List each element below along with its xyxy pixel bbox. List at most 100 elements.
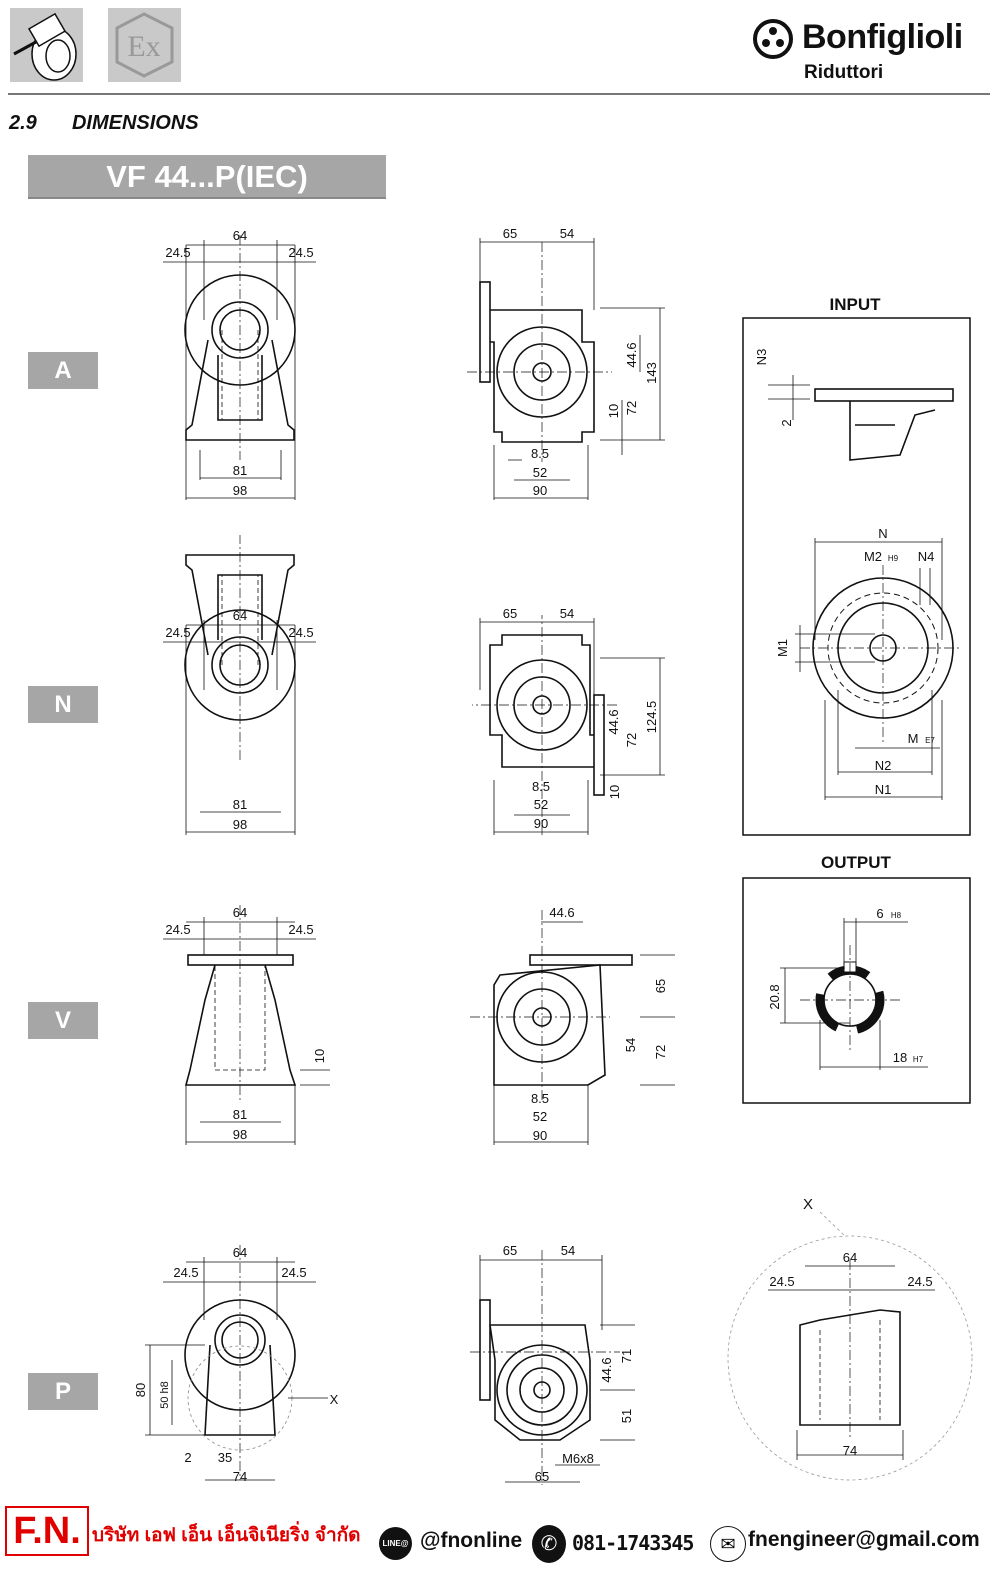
dim-label: 8.5 <box>531 446 549 461</box>
dim-label: 64 <box>233 228 247 243</box>
bonfiglioli-logo-icon <box>753 19 793 59</box>
dim-label: 72 <box>653 1045 668 1059</box>
dim-label: 24.5 <box>165 922 190 937</box>
section-title: DIMENSIONS <box>71 112 199 134</box>
dim-label: N2 <box>875 758 892 773</box>
output-title: OUTPUT <box>821 853 892 872</box>
atex-ex-icon: Ex <box>108 8 181 82</box>
dim-label: 6 <box>876 906 883 921</box>
dim-label: 44.6 <box>549 905 574 920</box>
dim-label: 90 <box>533 1128 547 1143</box>
dim-label: M2 <box>864 549 882 564</box>
dim-label: 10 <box>607 785 622 799</box>
view-n-side: 65 54 44.6 72 124.5 10 8.5 52 90 <box>471 606 665 836</box>
dim-label: 65 <box>503 606 517 621</box>
svg-text:Ex: Ex <box>127 30 160 63</box>
model-title: VF 44...P(IEC) <box>106 159 308 194</box>
section-number: 2.9 <box>9 112 37 134</box>
dim-label: 74 <box>843 1443 857 1458</box>
dim-label: 64 <box>233 1245 247 1260</box>
model-title-bar: VF 44...P(IEC) <box>28 155 386 199</box>
dim-label: 24.5 <box>769 1274 794 1289</box>
dim-label: 20.8 <box>767 984 782 1009</box>
dim-label: 65 <box>503 226 517 241</box>
dim-label: 24.5 <box>281 1265 306 1280</box>
dim-label: 8.5 <box>531 1091 549 1106</box>
version-label-v: V <box>28 1002 98 1039</box>
version-label-n: N <box>28 686 98 723</box>
dim-label: 65 <box>653 979 668 993</box>
brand-logo: Bonfiglioli Riduttori <box>752 16 982 86</box>
dim-label: 81 <box>233 463 247 478</box>
dim-label: M6x8 <box>562 1451 594 1466</box>
dim-label: H9 <box>888 554 899 563</box>
brand-subtitle: Riduttori <box>804 62 884 83</box>
brand-name: Bonfiglioli <box>802 18 963 56</box>
dim-label: 98 <box>233 817 247 832</box>
dim-label: 18 <box>893 1050 907 1065</box>
dim-label: 54 <box>560 606 574 621</box>
dim-label: 24.5 <box>907 1274 932 1289</box>
dim-label: N3 <box>754 349 769 366</box>
email-address[interactable]: fnengineer@gmail.com <box>748 1528 980 1551</box>
view-v-side: 44.6 65 54 72 8.5 52 90 <box>470 905 675 1145</box>
dim-label: 90 <box>534 816 548 831</box>
email-icon: ✉ <box>710 1526 746 1562</box>
dim-label: 64 <box>233 905 247 920</box>
view-p-side: 65 54 71 44.6 51 M6x8 65 <box>470 1243 635 1485</box>
dim-label: 52 <box>534 797 548 812</box>
view-a-front: 64 24.5 24.5 81 98 <box>163 228 316 500</box>
view-n-front: 64 24.5 24.5 81 98 <box>163 534 316 835</box>
dim-label: 72 <box>624 401 639 415</box>
gearbox-icon <box>10 8 83 82</box>
dim-label: 98 <box>233 483 247 498</box>
dim-label: 50 h8 <box>159 1381 171 1409</box>
dim-label: 44.6 <box>606 709 621 734</box>
dim-label: 8.5 <box>532 779 550 794</box>
dim-label: 24.5 <box>288 625 313 640</box>
input-title: INPUT <box>830 295 882 314</box>
dim-label: 54 <box>560 226 574 241</box>
dim-label: 81 <box>233 797 247 812</box>
dim-label: 44.6 <box>599 1357 614 1382</box>
phone-icon: ✆ <box>532 1525 566 1563</box>
footer-contact-bar: F.N. บริษัท เอฟ เอ็น เอ็นจิเนียริ่ง จำกั… <box>0 1500 1000 1570</box>
output-panel: OUTPUT 6 H8 20.8 18 H7 <box>742 853 971 1104</box>
technical-drawings: 64 24.5 24.5 81 98 65 54 44.6 143 10 72 … <box>133 226 973 1485</box>
view-v-front: 64 24.5 24.5 10 81 98 <box>163 905 330 1145</box>
dim-label: 24.5 <box>165 625 190 640</box>
dim-label: 35 <box>218 1450 232 1465</box>
dim-label: 24.5 <box>288 922 313 937</box>
dim-label: 24.5 <box>288 245 313 260</box>
dim-label: X <box>803 1196 813 1213</box>
phone-number[interactable]: 081-1743345 <box>572 1531 694 1555</box>
dim-label: H8 <box>891 911 902 920</box>
line-badge-text: LINE@ <box>382 1539 409 1548</box>
header-divider <box>8 93 990 95</box>
dim-label: E7 <box>925 736 935 745</box>
dim-label: 81 <box>233 1107 247 1122</box>
dim-label: M <box>908 731 919 746</box>
view-a-side: 65 54 44.6 143 10 72 8.5 52 90 <box>466 226 665 500</box>
section-heading: 2.9 DIMENSIONS <box>9 112 199 135</box>
dim-label: 64 <box>843 1250 857 1265</box>
dim-label: 98 <box>233 1127 247 1142</box>
dim-label: 71 <box>619 1349 634 1363</box>
dim-label: 44.6 <box>624 342 639 367</box>
dim-label: 80 <box>133 1383 148 1397</box>
dim-label: 10 <box>606 404 621 418</box>
dim-label: 51 <box>619 1409 634 1423</box>
version-label-p: P <box>28 1373 98 1410</box>
dim-label: 52 <box>533 465 547 480</box>
dim-label: 54 <box>561 1243 575 1258</box>
line-id[interactable]: @fnonline <box>420 1529 523 1552</box>
dim-label: 52 <box>533 1109 547 1124</box>
dim-label: 72 <box>624 733 639 747</box>
dim-label: N4 <box>918 549 935 564</box>
dim-label: 10 <box>312 1049 327 1063</box>
dim-label: 65 <box>535 1469 549 1484</box>
dim-label: N1 <box>875 782 892 797</box>
dim-label: 74 <box>233 1469 247 1484</box>
dim-label: H7 <box>913 1055 924 1064</box>
version-label-a: A <box>28 352 98 389</box>
